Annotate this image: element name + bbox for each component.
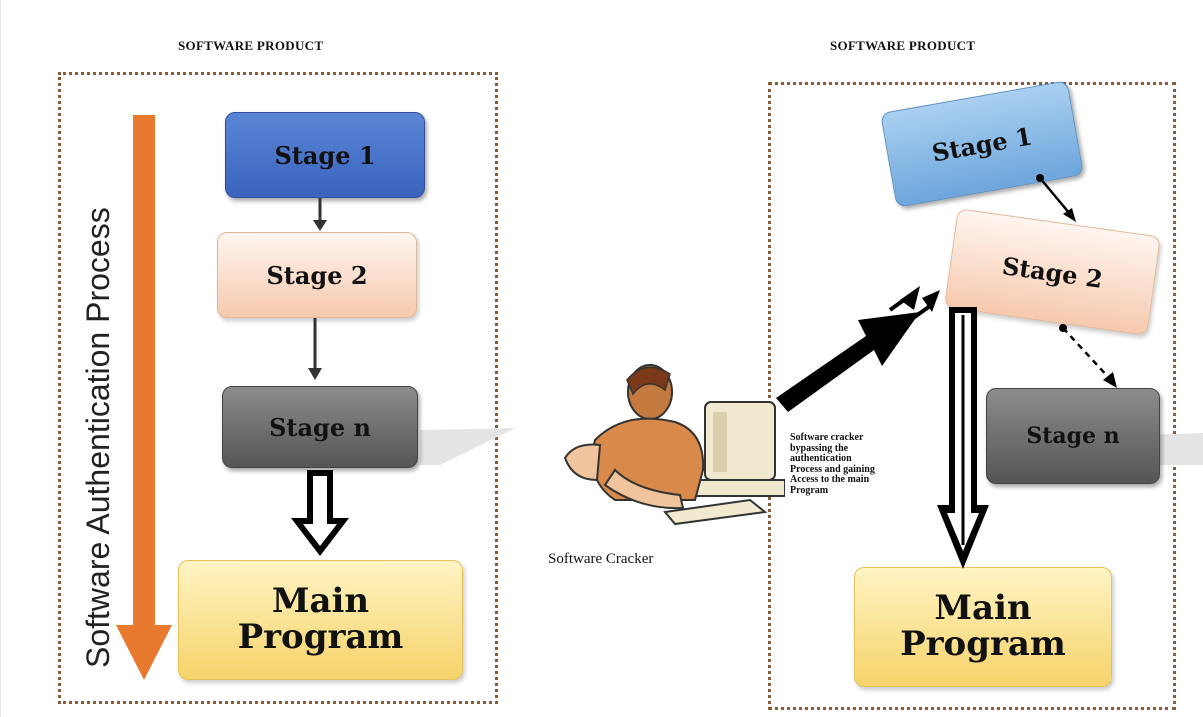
left-stage-2: Stage 2 <box>217 232 417 318</box>
left-arrow-n-to-main <box>291 470 349 556</box>
page-left-rule <box>0 0 1 717</box>
right-stagen-shadow <box>1150 433 1203 465</box>
left-stage-n: Stage n <box>222 386 418 468</box>
right-panel-heading: SOFTWARE PRODUCT <box>830 38 976 53</box>
left-main-line2: Program <box>237 617 404 657</box>
right-arrow-2-to-n-dashed <box>1059 324 1117 388</box>
right-main-line2: Program <box>900 624 1066 664</box>
left-arrow-2-to-n <box>308 318 322 380</box>
cracker-label: Software Cracker <box>548 551 654 567</box>
bypass-note-line: Access to the main <box>790 474 870 485</box>
cracker-attack-arrow <box>776 286 940 412</box>
left-arrow-1-to-2 <box>313 198 327 231</box>
right-product-boundary <box>768 82 1176 710</box>
left-main-program: Main Program <box>178 560 463 680</box>
right-bypass-arrow <box>937 307 989 569</box>
process-label: Software Authentication Process <box>80 207 116 668</box>
right-arrow-1-to-2 <box>1036 174 1076 222</box>
bypass-note-line: Software cracker <box>790 432 864 443</box>
left-stagen-shadow <box>420 428 515 465</box>
bypass-note-line: Program <box>790 484 829 496</box>
left-main-line1: Main <box>271 581 370 622</box>
bypass-note: Software cracker bypassing the authentic… <box>790 432 940 496</box>
right-main-program: Main Program <box>854 567 1112 687</box>
bypass-note-line: authentication <box>790 453 852 464</box>
cracker-illustration <box>563 364 785 526</box>
bypass-note-line: Process and gaining <box>790 463 875 475</box>
left-panel-heading: SOFTWARE PRODUCT <box>178 38 324 53</box>
right-stage-n: Stage n <box>986 388 1160 484</box>
left-product-boundary <box>58 72 498 704</box>
bypass-note-line: bypassing the <box>790 442 849 454</box>
process-arrow <box>116 115 172 680</box>
left-stage-1: Stage 1 <box>225 112 425 198</box>
right-main-line1: Main <box>934 588 1032 629</box>
